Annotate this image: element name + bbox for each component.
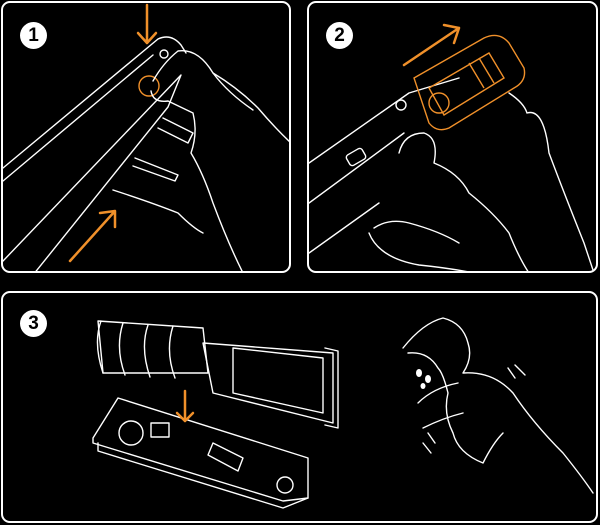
arrow-up-right-icon [402,23,461,67]
battery-compartment [92,397,309,509]
release-button [138,75,160,97]
step-3-illustration [92,317,594,509]
device-body [309,77,460,254]
device-body [3,36,194,271]
arrow-down-icon [175,389,195,423]
step-2-panel: 2 [307,1,598,273]
step-1-panel: 1 [1,1,291,273]
water-drops [416,369,431,389]
arrow-down-icon [136,3,158,45]
step-number-badge: 2 [326,22,353,49]
step-1-illustration [3,3,289,271]
hand-shaking-water [402,317,594,494]
arrow-up-right-icon [68,209,117,263]
battery-tray [413,34,526,131]
step-number-badge: 3 [20,310,47,337]
hand [368,92,595,271]
battery-tray [96,320,339,429]
step-3-panel: 3 [1,291,598,523]
hand [112,49,289,271]
step-number-badge: 1 [20,22,47,49]
step-2-illustration [309,23,595,271]
